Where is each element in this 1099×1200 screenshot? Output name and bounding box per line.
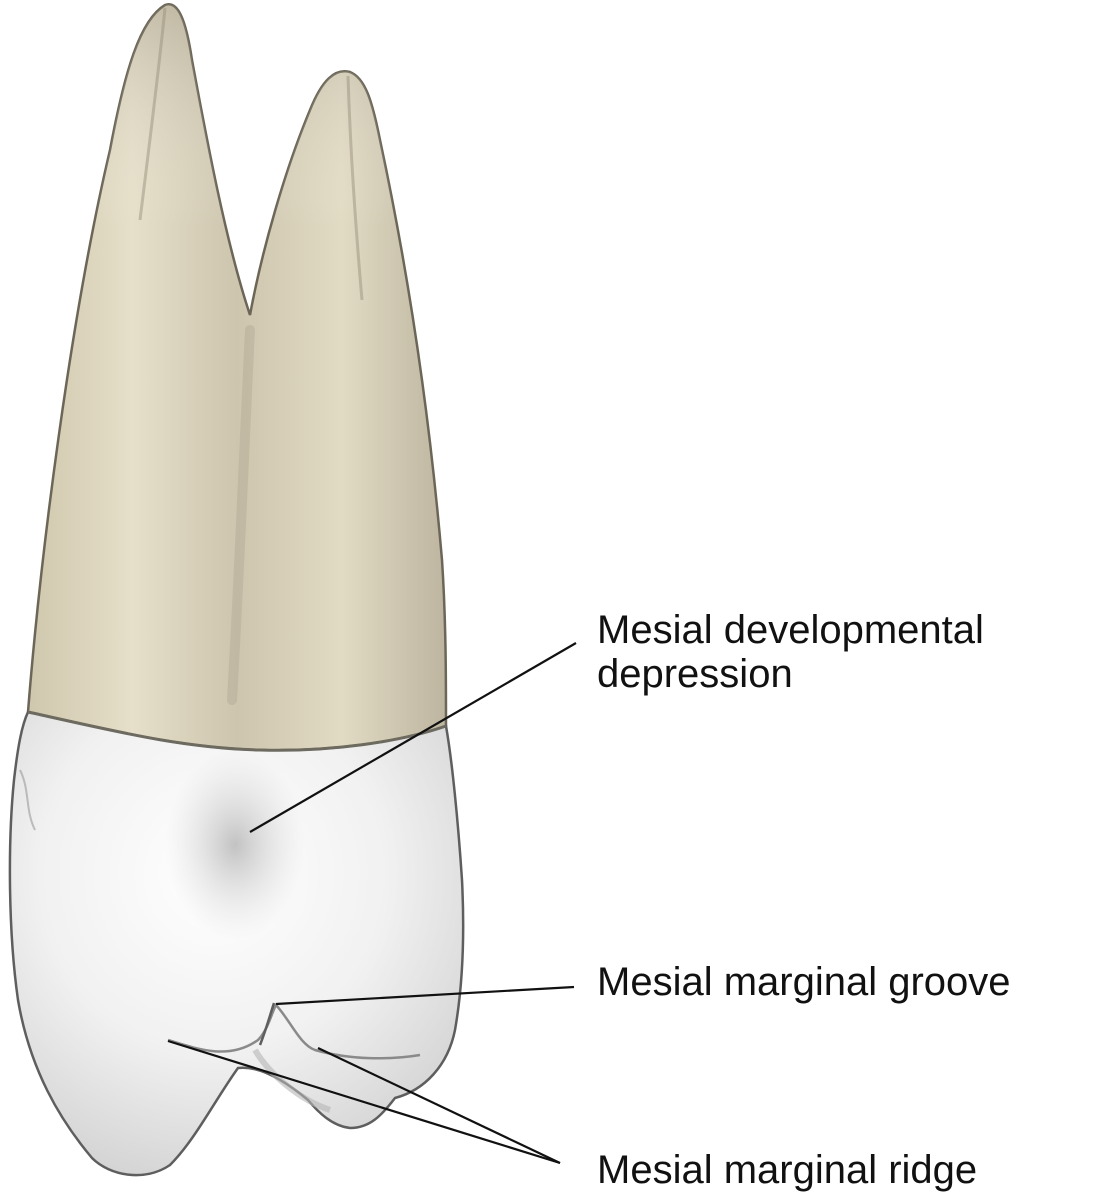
label-mesial-marginal-ridge: Mesial marginal ridge xyxy=(597,1148,978,1192)
marginal-ridge-outline xyxy=(167,1002,421,1060)
cusp-shading xyxy=(252,1048,331,1113)
leader-line-developmental-depression xyxy=(249,642,577,833)
leader-line-marginal-groove xyxy=(275,985,575,1006)
crown xyxy=(8,710,465,1177)
leader-line-marginal-ridge-1 xyxy=(167,1039,561,1165)
label-mesial-developmental-depression: Mesial developmental depression xyxy=(597,608,984,696)
leader-lines xyxy=(167,642,577,1165)
label-line-2: depression xyxy=(597,652,793,696)
root-shading xyxy=(28,4,446,751)
leader-line-marginal-ridge-2 xyxy=(317,1047,561,1164)
developmental-depression xyxy=(165,750,305,940)
root xyxy=(26,3,448,752)
label-line-1: Mesial developmental xyxy=(597,608,984,652)
marginal-groove-notch xyxy=(258,1002,276,1046)
crown-edge-texture xyxy=(19,769,36,831)
root-furrow xyxy=(227,325,255,705)
cervical-line xyxy=(27,710,447,752)
root-apex-buccal xyxy=(346,75,364,301)
root-apex-lingual xyxy=(138,7,167,221)
label-mesial-marginal-groove: Mesial marginal groove xyxy=(597,960,1011,1004)
